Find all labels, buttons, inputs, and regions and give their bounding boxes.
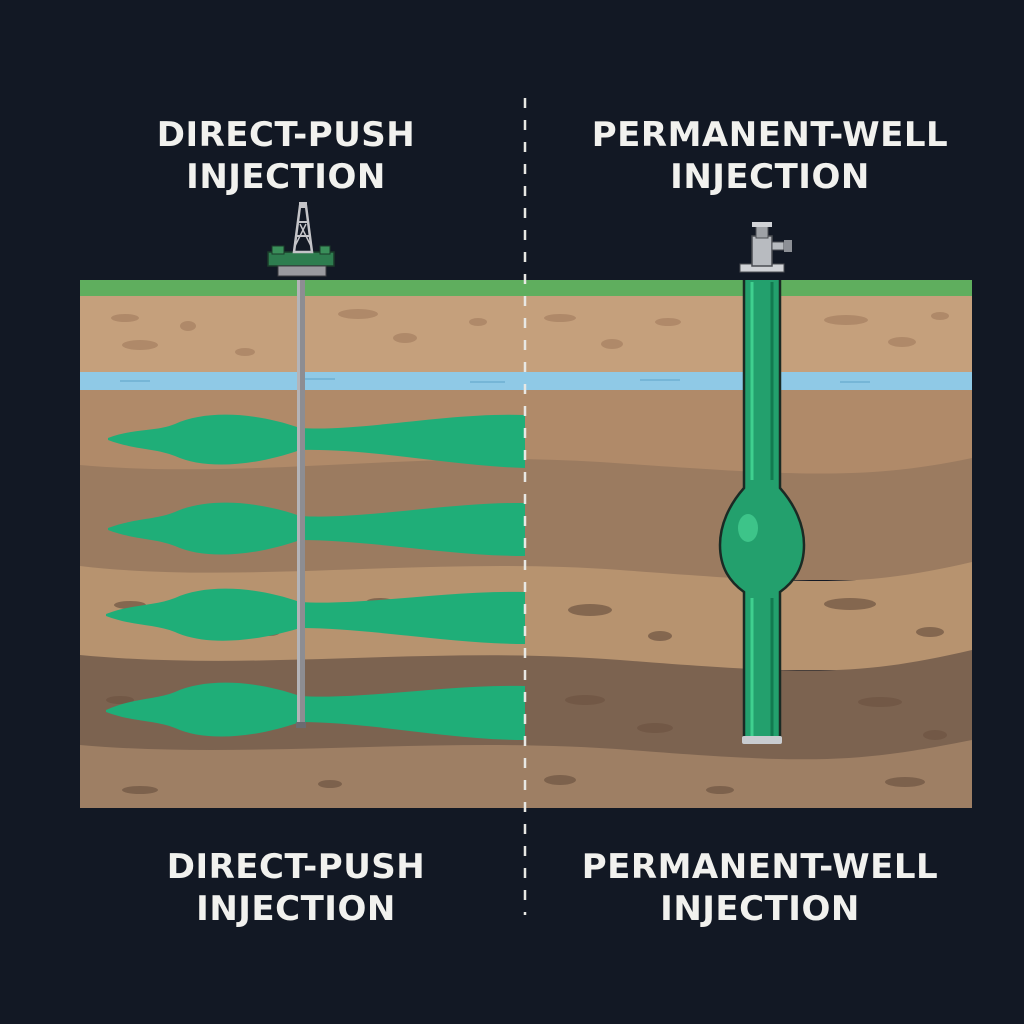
- injectate-plume-2: [108, 502, 525, 556]
- right-panel-caption: PERMANENT-WELL INJECTION: [530, 846, 990, 930]
- right-title-line-2: INJECTION: [670, 157, 870, 197]
- left-panel-title: DIRECT-PUSH INJECTION: [56, 114, 516, 198]
- right-panel-title: PERMANENT-WELL INJECTION: [540, 114, 1000, 198]
- injectate-plumes: [106, 414, 525, 740]
- well-end-cap: [742, 736, 782, 744]
- right-caption-line-2: INJECTION: [660, 889, 860, 929]
- left-title-line-2: INJECTION: [186, 157, 386, 197]
- left-panel-caption: DIRECT-PUSH INJECTION: [66, 846, 526, 930]
- wellhead-valve-icon: [739, 222, 792, 273]
- soil-texture-top: [111, 309, 949, 356]
- bottom-soil-layer: [80, 740, 972, 808]
- left-caption-line-2: INJECTION: [196, 889, 396, 929]
- groundwater-ripples: [120, 378, 870, 383]
- right-caption-line-1: PERMANENT-WELL: [581, 847, 939, 887]
- injectate-plume-3: [106, 588, 525, 644]
- right-title-line-1: PERMANENT-WELL: [591, 115, 949, 155]
- left-title-line-1: DIRECT-PUSH: [156, 115, 416, 155]
- injectate-plume-1: [108, 414, 525, 468]
- injectate-plume-4: [106, 682, 525, 740]
- permanent-well: [718, 280, 806, 744]
- left-caption-line-1: DIRECT-PUSH: [166, 847, 426, 887]
- drill-rig-icon: [267, 202, 335, 277]
- rod-tip: [296, 722, 306, 728]
- packer-highlight: [738, 514, 758, 542]
- direct-push-rod: [297, 280, 305, 728]
